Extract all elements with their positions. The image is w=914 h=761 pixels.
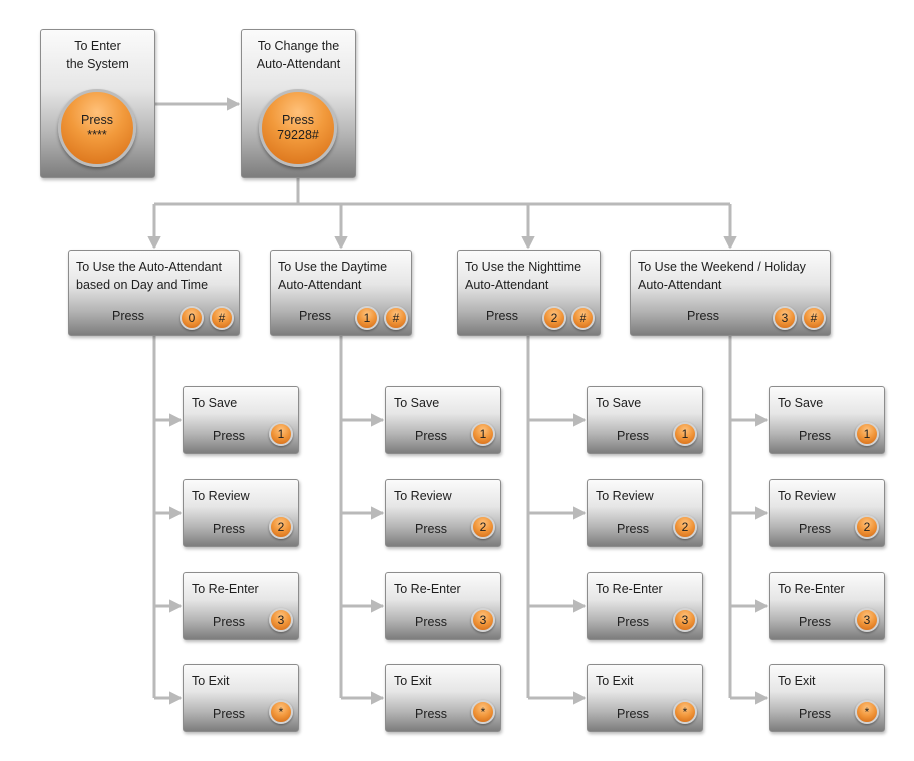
- action-title: To Save: [192, 396, 238, 410]
- branch-press-label: Press: [299, 309, 331, 323]
- branch-press-label: Press: [112, 309, 144, 323]
- key-button[interactable]: 3: [269, 608, 293, 632]
- change-attendant-code: 79228#: [277, 128, 319, 142]
- col4-reenter-box: To Re-Enter Press 3: [769, 572, 885, 640]
- key-button[interactable]: *: [471, 700, 495, 724]
- key-button[interactable]: 1: [855, 422, 879, 446]
- key-button[interactable]: #: [802, 306, 826, 330]
- key-button[interactable]: 3: [773, 306, 797, 330]
- col1-review-box: To Review Press 2: [183, 479, 299, 547]
- key-button[interactable]: #: [384, 306, 408, 330]
- key-button[interactable]: 2: [855, 515, 879, 539]
- action-press-label: Press: [213, 522, 245, 536]
- key-button[interactable]: #: [571, 306, 595, 330]
- col3-exit-box: To Exit Press *: [587, 664, 703, 732]
- action-title: To Exit: [596, 674, 634, 688]
- action-title: To Review: [596, 489, 654, 503]
- key-button[interactable]: #: [210, 306, 234, 330]
- action-press-label: Press: [213, 429, 245, 443]
- change-attendant-press-label: Press: [282, 113, 314, 127]
- branch-nighttime: To Use the Nighttime Auto-Attendant Pres…: [457, 250, 601, 336]
- key-button[interactable]: *: [269, 700, 293, 724]
- col1-save-box: To Save Press 1: [183, 386, 299, 454]
- key-button[interactable]: *: [855, 700, 879, 724]
- action-press-label: Press: [799, 615, 831, 629]
- enter-system-title: To Enter the System: [66, 39, 129, 71]
- action-title: To Review: [778, 489, 836, 503]
- key-button[interactable]: 2: [269, 515, 293, 539]
- action-title: To Exit: [192, 674, 230, 688]
- key-button[interactable]: 1: [355, 306, 379, 330]
- action-title: To Re-Enter: [192, 582, 259, 596]
- key-button[interactable]: 3: [673, 608, 697, 632]
- key-button[interactable]: *: [673, 700, 697, 724]
- change-attendant-title: To Change the Auto-Attendant: [256, 39, 341, 71]
- action-press-label: Press: [617, 615, 649, 629]
- action-title: To Review: [394, 489, 452, 503]
- enter-system-press-label: Press: [81, 113, 113, 127]
- change-attendant-box: To Change the Auto-Attendant Press 79228…: [241, 29, 356, 178]
- action-press-label: Press: [799, 707, 831, 721]
- branch-press-label: Press: [486, 309, 518, 323]
- key-button[interactable]: 1: [269, 422, 293, 446]
- action-press-label: Press: [415, 707, 447, 721]
- col2-reenter-box: To Re-Enter Press 3: [385, 572, 501, 640]
- enter-system-code: ****: [87, 128, 107, 142]
- branch-press-label: Press: [687, 309, 719, 323]
- col3-save-box: To Save Press 1: [587, 386, 703, 454]
- action-press-label: Press: [617, 429, 649, 443]
- col2-review-box: To Review Press 2: [385, 479, 501, 547]
- action-press-label: Press: [617, 707, 649, 721]
- action-title: To Exit: [394, 674, 432, 688]
- action-title: To Review: [192, 489, 250, 503]
- action-press-label: Press: [799, 522, 831, 536]
- action-title: To Exit: [778, 674, 816, 688]
- action-press-label: Press: [213, 707, 245, 721]
- branch-title: To Use the Daytime Auto-Attendant: [278, 260, 388, 292]
- action-press-label: Press: [799, 429, 831, 443]
- branch-daytime: To Use the Daytime Auto-Attendant Press …: [270, 250, 412, 336]
- action-title: To Re-Enter: [596, 582, 663, 596]
- col4-exit-box: To Exit Press *: [769, 664, 885, 732]
- action-press-label: Press: [213, 615, 245, 629]
- action-title: To Save: [596, 396, 642, 410]
- col3-review-box: To Review Press 2: [587, 479, 703, 547]
- branch-title: To Use the Nighttime Auto-Attendant: [465, 260, 582, 292]
- enter-system-box: To Enter the System Press ****: [40, 29, 155, 178]
- key-button[interactable]: 2: [542, 306, 566, 330]
- key-button[interactable]: 3: [471, 608, 495, 632]
- key-button[interactable]: 3: [855, 608, 879, 632]
- enter-system-press-button[interactable]: Press ****: [58, 89, 136, 167]
- col4-review-box: To Review Press 2: [769, 479, 885, 547]
- key-button[interactable]: 0: [180, 306, 204, 330]
- action-title: To Save: [778, 396, 824, 410]
- key-button[interactable]: 1: [471, 422, 495, 446]
- action-press-label: Press: [415, 429, 447, 443]
- col1-exit-box: To Exit Press *: [183, 664, 299, 732]
- key-button[interactable]: 2: [673, 515, 697, 539]
- branch-title: To Use the Auto-Attendant based on Day a…: [76, 260, 222, 292]
- action-title: To Re-Enter: [778, 582, 845, 596]
- action-press-label: Press: [415, 522, 447, 536]
- col1-reenter-box: To Re-Enter Press 3: [183, 572, 299, 640]
- key-button[interactable]: 2: [471, 515, 495, 539]
- branch-day-and-time: To Use the Auto-Attendant based on Day a…: [68, 250, 240, 336]
- col2-save-box: To Save Press 1: [385, 386, 501, 454]
- action-title: To Re-Enter: [394, 582, 461, 596]
- branch-weekend-holiday: To Use the Weekend / Holiday Auto-Attend…: [630, 250, 831, 336]
- change-attendant-press-button[interactable]: Press 79228#: [259, 89, 337, 167]
- col3-reenter-box: To Re-Enter Press 3: [587, 572, 703, 640]
- branch-title: To Use the Weekend / Holiday Auto-Attend…: [638, 260, 806, 292]
- action-press-label: Press: [415, 615, 447, 629]
- col4-save-box: To Save Press 1: [769, 386, 885, 454]
- action-press-label: Press: [617, 522, 649, 536]
- col2-exit-box: To Exit Press *: [385, 664, 501, 732]
- action-title: To Save: [394, 396, 440, 410]
- key-button[interactable]: 1: [673, 422, 697, 446]
